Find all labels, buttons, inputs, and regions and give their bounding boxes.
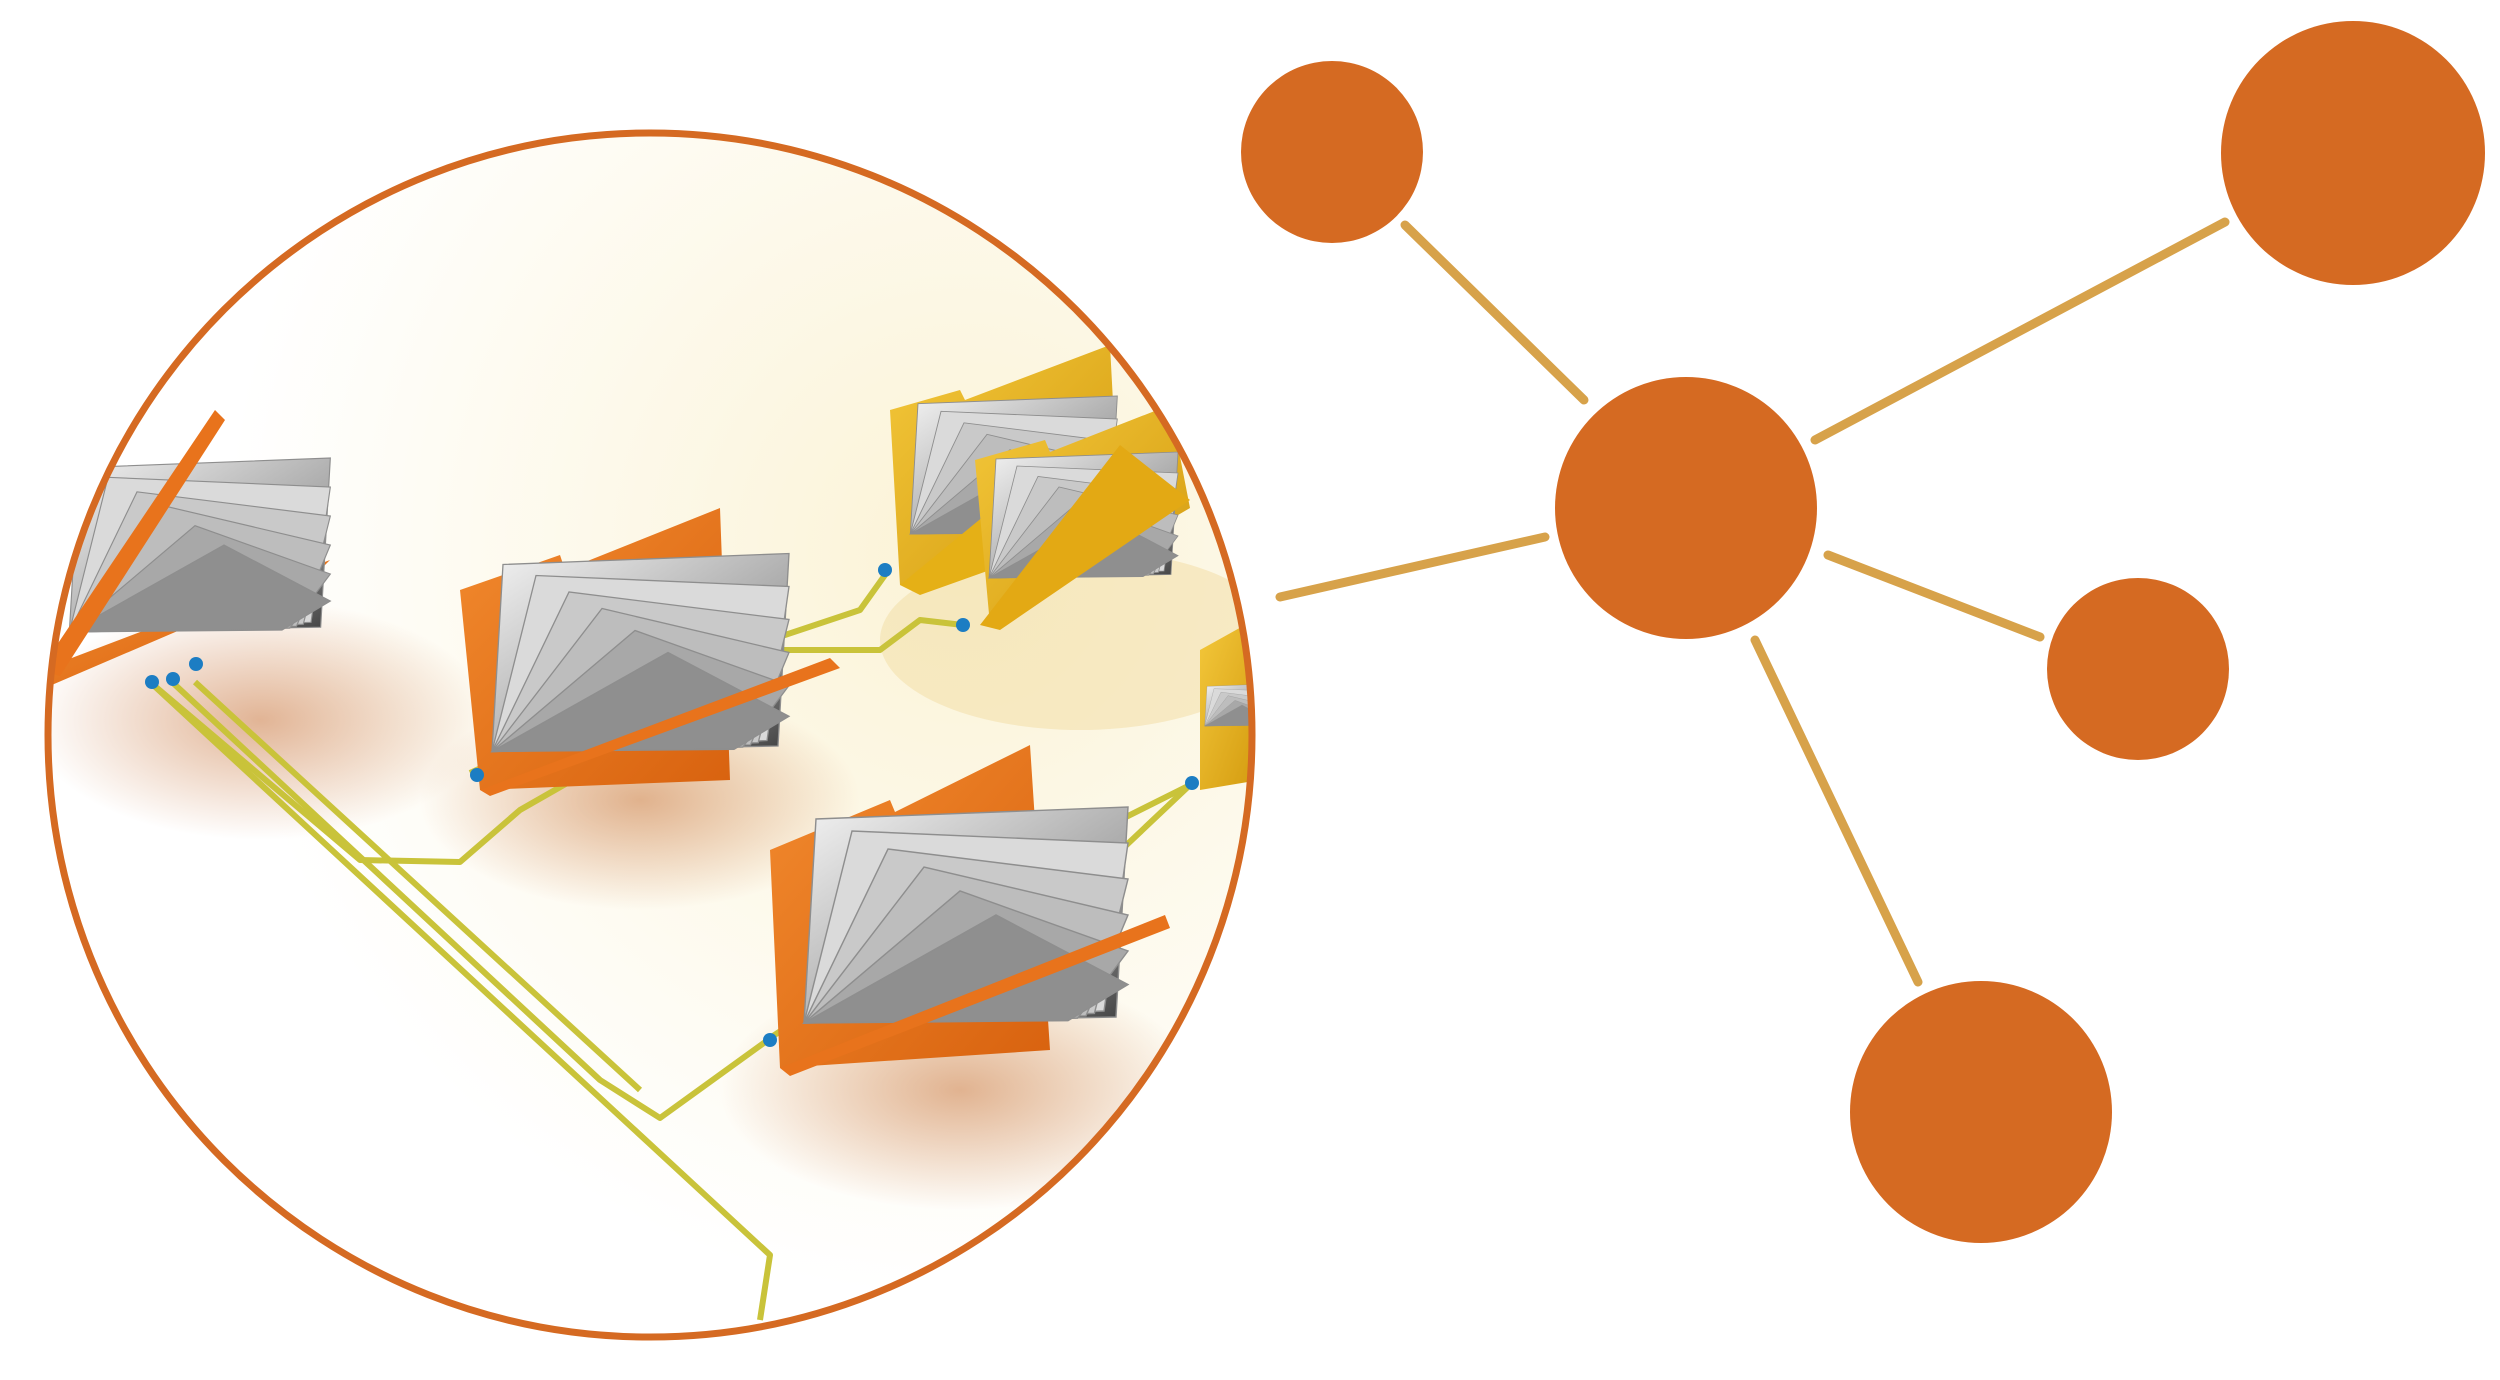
edge-hub-magnifier: [1275, 532, 1550, 602]
folder-yellow-front: [975, 405, 1190, 630]
connector-dot: [470, 768, 484, 782]
folder-yellow-edge: [1200, 625, 1252, 790]
folder-bottom: [770, 745, 1170, 1076]
connector-dot: [1185, 776, 1199, 790]
node-right: [2047, 578, 2229, 760]
connector-dot: [878, 563, 892, 577]
edge-hub-top-right: [1810, 217, 2230, 445]
magnifier-border: [44, 129, 1256, 1341]
connector-dot: [166, 672, 180, 686]
network-edges: [1275, 217, 2230, 987]
node-hub: [1555, 377, 1817, 639]
node-bottom: [1850, 981, 2112, 1243]
folder-tree-illustration: [48, 133, 1252, 1337]
node-top-right: [2221, 21, 2485, 285]
node-top-left: [1241, 61, 1423, 243]
edge-hub-bottom: [1750, 635, 1923, 987]
connector-dot: [956, 618, 970, 632]
edge-hub-right: [1823, 550, 2045, 642]
connector-dot: [189, 657, 203, 671]
connector-dot: [145, 675, 159, 689]
edge-hub-top-left: [1400, 220, 1589, 405]
connector-dot: [763, 1033, 777, 1047]
folder-middle: [460, 508, 840, 796]
network-nodes: [1241, 21, 2485, 1243]
connector-dots: [145, 563, 1199, 1047]
folder-left: [48, 410, 332, 690]
magnifier-circle: [44, 129, 1256, 1341]
